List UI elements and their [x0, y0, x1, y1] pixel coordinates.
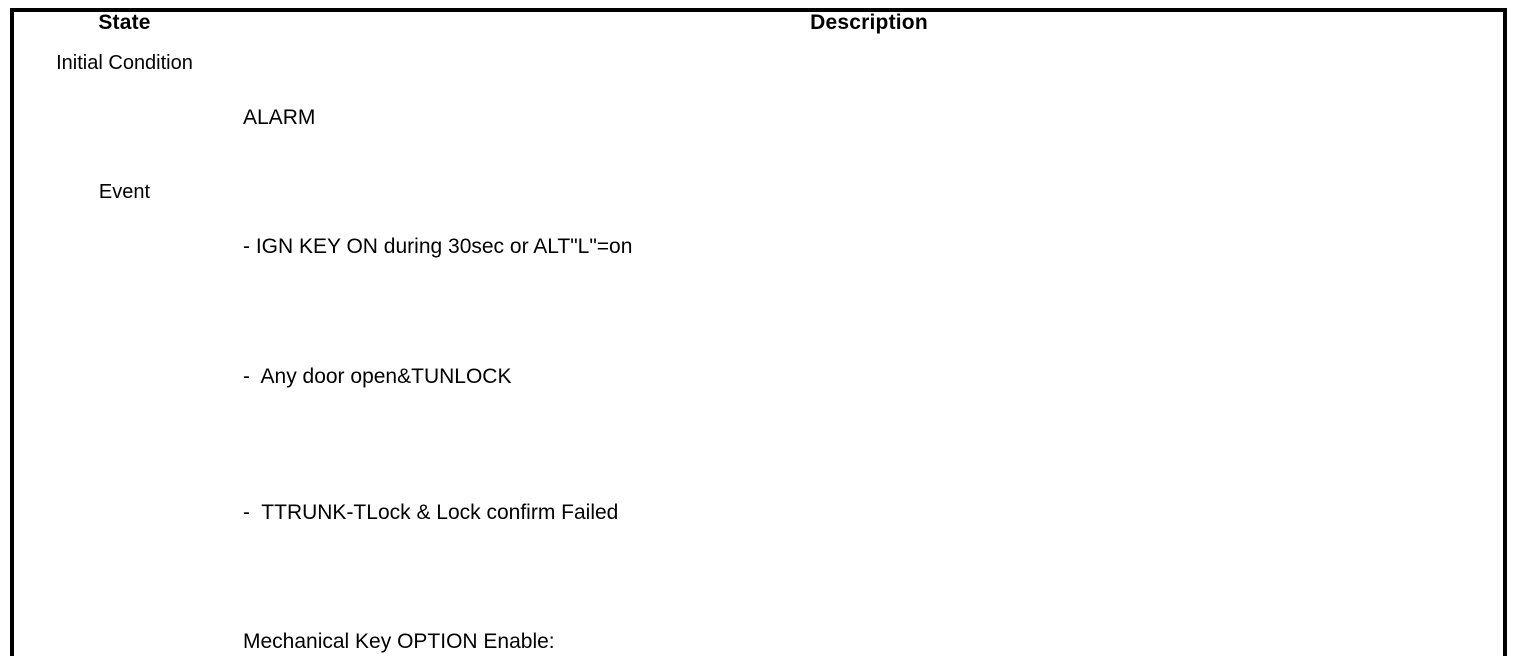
spacer-line	[243, 433, 1503, 457]
description-line: - TTRUNK-TLock & Lock confirm Failed	[243, 500, 619, 524]
table: State Description Initial Condition ALAR…	[14, 12, 1503, 666]
table-row-event-2: - Any door open&TUNLOCK - TTRUNK-TLock &…	[14, 311, 1503, 578]
row-description-event-mechanical: Mechanical Key OPTION Enable: - Mechanic…	[235, 577, 1503, 666]
description-line: ALARM	[243, 105, 316, 129]
row-description-event-door-trunk: - Any door open&TUNLOCK - TTRUNK-TLock &…	[235, 311, 1503, 578]
description-line: - IGN KEY ON during 30sec or ALT"L"=on	[243, 235, 633, 259]
description-line: - Any door open&TUNLOCK	[243, 364, 512, 388]
row-label-initial-condition: Initial Condition	[14, 53, 235, 183]
description-block: Mechanical Key OPTION Enable: - Mechanic…	[235, 577, 1503, 666]
table-header-row: State Description	[14, 12, 1503, 53]
column-header-description: Description	[235, 12, 1503, 53]
row-label-event: Event	[14, 182, 235, 666]
description-block: - Any door open&TUNLOCK - TTRUNK-TLock &…	[235, 312, 1503, 578]
table-row-event-3: Mechanical Key OPTION Enable: - Mechanic…	[14, 577, 1503, 666]
column-header-state: State	[14, 12, 235, 53]
table-row-initial-condition: Initial Condition ALARM	[14, 53, 1503, 183]
description-block: ALARM	[235, 53, 1503, 182]
table-row-event-1: Event - IGN KEY ON during 30sec or ALT"L…	[14, 182, 1503, 666]
row-description-event-ign: - IGN KEY ON during 30sec or ALT"L"=on	[235, 182, 1503, 312]
row-description-initial-condition: ALARM	[235, 53, 1503, 183]
state-description-table: State Description Initial Condition ALAR…	[10, 8, 1507, 666]
description-block: - IGN KEY ON during 30sec or ALT"L"=on	[235, 182, 1503, 311]
description-line: Mechanical Key OPTION Enable:	[243, 630, 555, 654]
